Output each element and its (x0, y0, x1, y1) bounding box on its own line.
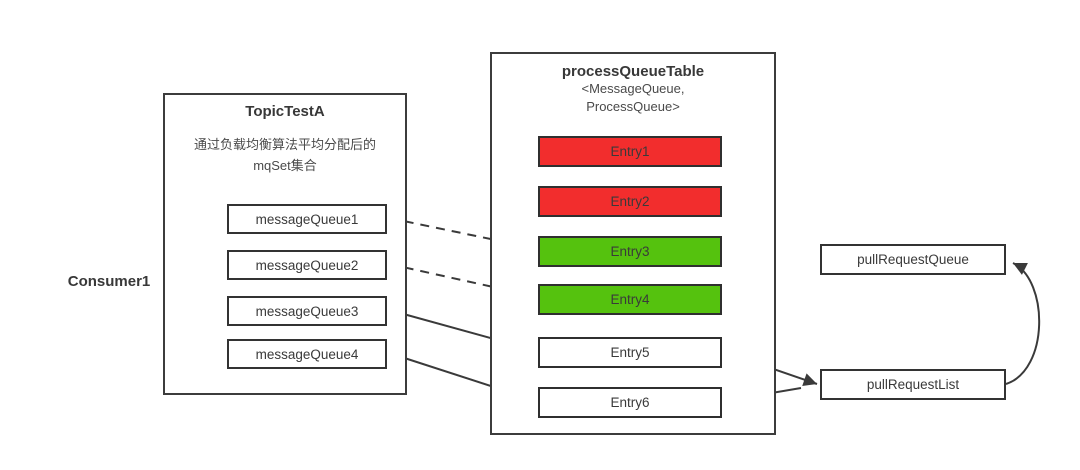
entry-6-box: Entry6 (538, 387, 722, 418)
topic-box-description-line1: 通过负载均衡算法平均分配后的 (193, 137, 376, 152)
entry-3-box: Entry3 (538, 236, 722, 267)
consumer-label: Consumer1 (67, 273, 151, 290)
topic-box-description-line2: mqSet集合 (253, 158, 317, 173)
pull-request-queue-box: pullRequestQueue (820, 244, 1006, 275)
entry-4-box: Entry4 (538, 284, 722, 315)
pull-request-list-box: pullRequestList (820, 369, 1006, 400)
process-queue-table-title: processQueueTable (561, 63, 705, 80)
message-queue-2-box: messageQueue2 (227, 250, 387, 280)
process-queue-table-type-line2: ProcessQueue> (586, 99, 680, 114)
entry-2-box: Entry2 (538, 186, 722, 217)
process-queue-table-type-line1: <MessageQueue, (581, 81, 685, 96)
topic-box-title: TopicTestA (245, 103, 325, 120)
message-queue-4-box: messageQueue4 (227, 339, 387, 369)
arrow-pullrequestlist-pullrequestqueue (1005, 262, 1041, 385)
message-queue-3-box: messageQueue3 (227, 296, 387, 326)
entry-5-box: Entry5 (538, 337, 722, 368)
message-queue-1-box: messageQueue1 (227, 204, 387, 234)
entry-1-box: Entry1 (538, 136, 722, 167)
